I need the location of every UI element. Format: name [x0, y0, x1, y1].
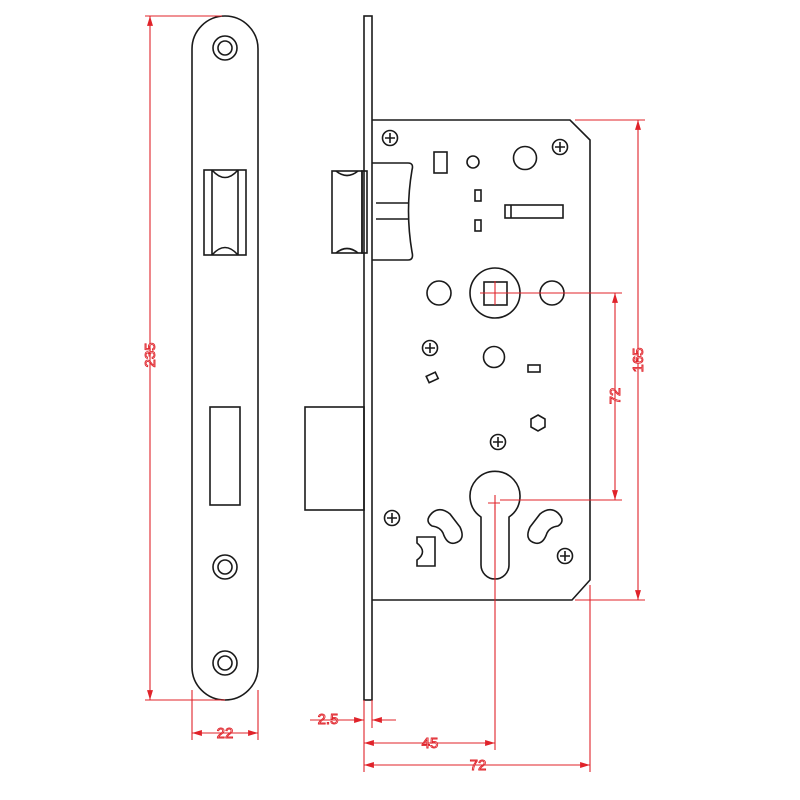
deadbolt	[304, 406, 365, 511]
dimension-45: 45	[364, 505, 496, 752]
dim-label-235: 235	[142, 342, 159, 367]
latch-bolt	[331, 162, 414, 261]
mounting-hole-top	[212, 35, 238, 61]
latch-opening	[203, 169, 247, 256]
dim-label-72-vertical: 72	[607, 388, 624, 405]
dimension-72-vertical: 72	[500, 292, 624, 501]
dim-label-72-horizontal: 72	[470, 757, 487, 774]
dimension-22: 22	[191, 690, 259, 742]
deadbolt-opening	[209, 406, 241, 506]
dimension-165: 165	[575, 119, 647, 601]
mounting-hole-middle	[212, 554, 238, 580]
lock-case	[372, 119, 591, 601]
dimension-2-5: 2.5	[310, 700, 396, 772]
dim-label-22: 22	[217, 725, 234, 742]
dim-label-45: 45	[422, 735, 439, 752]
center-lines	[480, 281, 505, 510]
dimension-72-horizontal: 72	[364, 585, 591, 774]
mounting-hole-bottom	[212, 650, 238, 676]
faceplate-front-view	[191, 15, 259, 701]
dim-label-2-5: 2.5	[318, 711, 339, 728]
dimension-235: 235	[142, 15, 225, 701]
cylinder-cutout	[469, 470, 521, 580]
dim-label-165: 165	[630, 347, 647, 372]
lock-body-side-view	[304, 15, 591, 701]
faceplate-edge	[363, 15, 373, 701]
